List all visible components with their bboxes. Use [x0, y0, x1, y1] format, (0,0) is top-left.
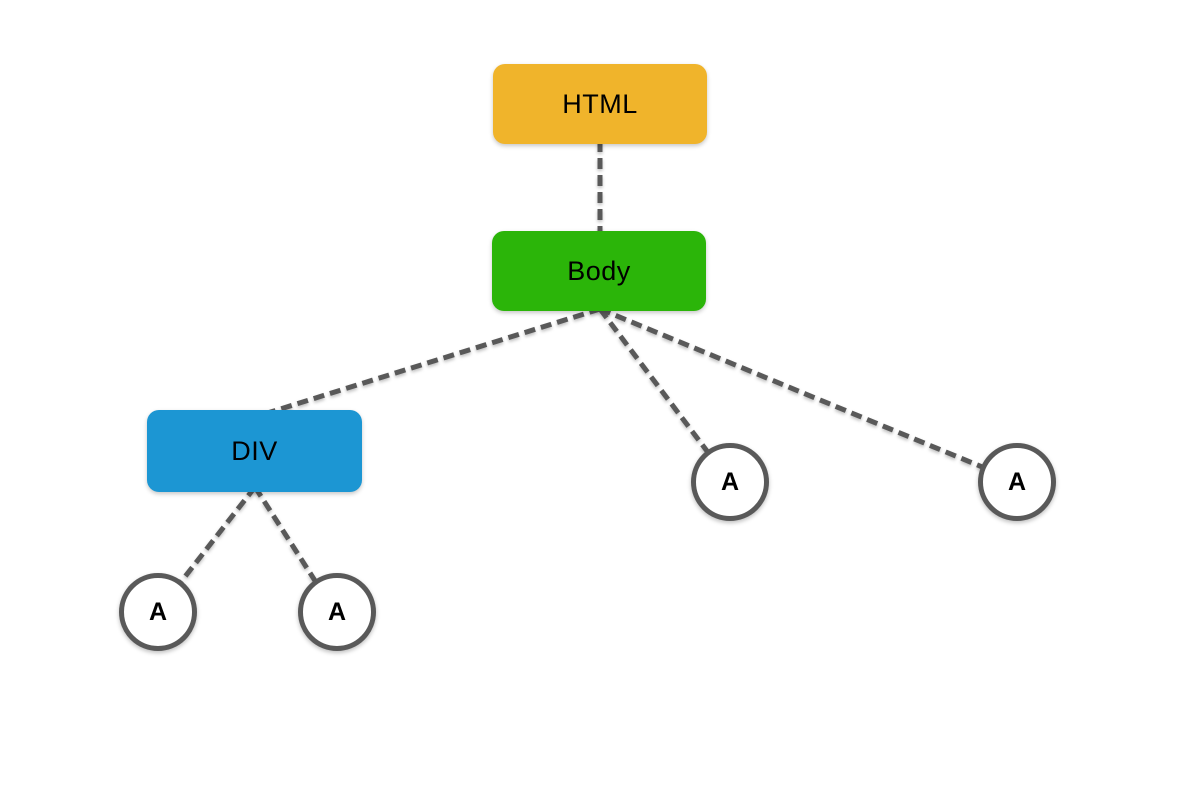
node-anchor-2-label: A	[1007, 467, 1027, 496]
node-div: DIV	[147, 410, 362, 492]
edge-body-div	[257, 306, 601, 419]
node-body-label: Body	[567, 255, 631, 286]
node-anchor-3-label: A	[148, 597, 168, 626]
node-anchor-3: A	[119, 573, 197, 651]
edge-body-a2	[599, 306, 1005, 479]
node-anchor-4-label: A	[327, 597, 347, 626]
node-html-label: HTML	[562, 88, 638, 119]
node-anchor-4: A	[298, 573, 376, 651]
node-body: Body	[492, 231, 706, 311]
edge-body-a1	[598, 307, 721, 469]
node-html: HTML	[493, 64, 707, 144]
node-anchor-1-label: A	[720, 467, 740, 496]
node-anchor-1: A	[691, 443, 769, 521]
node-div-label: DIV	[231, 435, 278, 466]
node-anchor-2: A	[978, 443, 1056, 521]
